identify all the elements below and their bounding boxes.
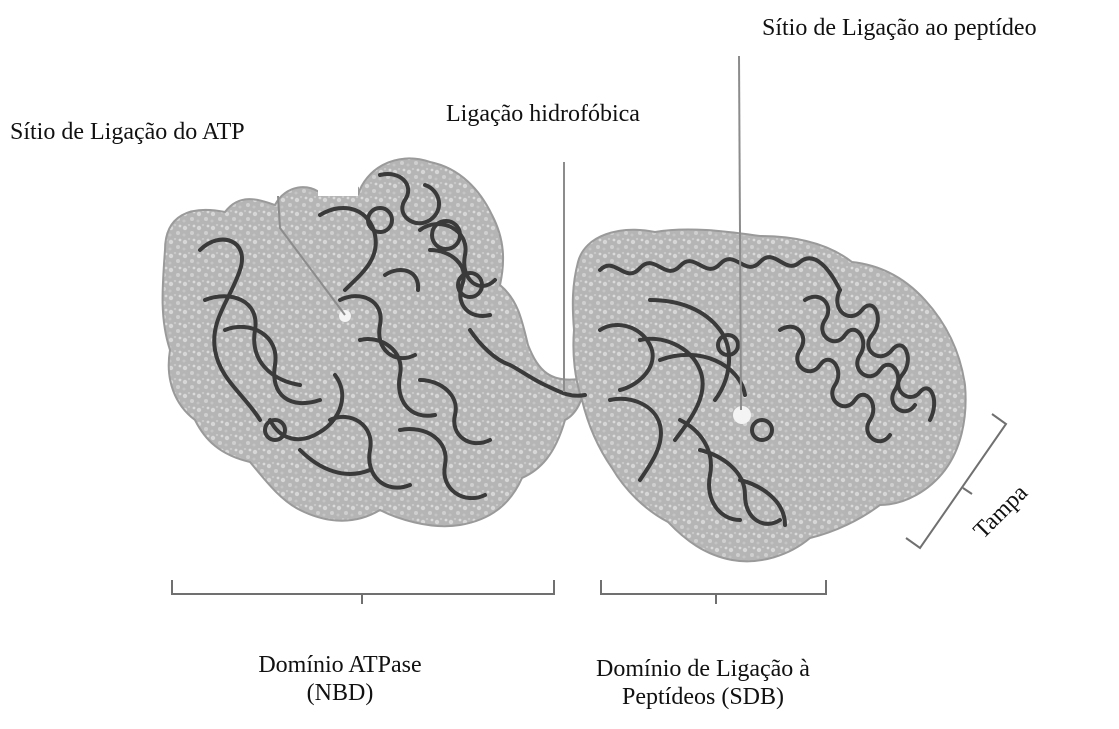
peptide-binding-pocket — [733, 406, 751, 424]
atpase-domain-abbr: (NBD) — [225, 679, 455, 707]
atpase-domain-label: Domínio ATPase (NBD) — [225, 651, 455, 707]
label-clearance — [318, 118, 358, 196]
peptide-binding-site-label: Sítio de Ligação ao peptídeo — [762, 14, 1037, 42]
peptide-domain-line2: Peptídeos (SDB) — [578, 683, 828, 711]
atp-binding-site-label: Sítio de Ligação do ATP — [10, 118, 245, 146]
peptide-domain-line1: Domínio de Ligação à — [578, 655, 828, 683]
hydrophobic-link-label: Ligação hidrofóbica — [446, 100, 640, 128]
atp-binding-pocket — [339, 310, 351, 322]
sbd-bracket — [601, 580, 826, 604]
peptide-binding-domain-label: Domínio de Ligação à Peptídeos (SDB) — [578, 655, 828, 711]
nbd-bracket — [172, 580, 554, 604]
atpase-domain-title: Domínio ATPase — [225, 651, 455, 679]
